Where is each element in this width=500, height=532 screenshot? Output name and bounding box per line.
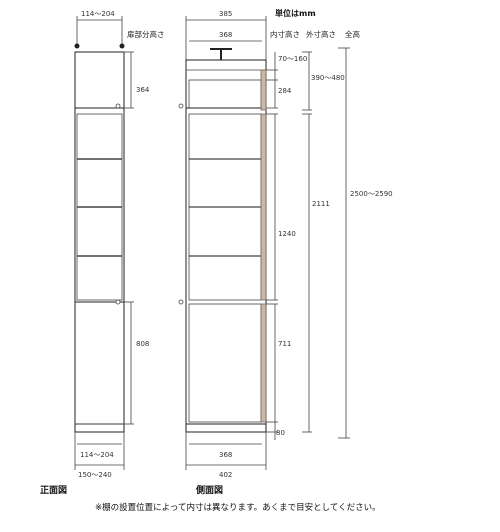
side-bottom-outer-width-label: 402	[219, 471, 232, 479]
side-top-outer-width-label: 385	[219, 10, 232, 18]
door-height-header: 扉部分高さ	[127, 29, 165, 39]
outer-height-body: 2111	[312, 200, 330, 208]
hinge-icon	[178, 299, 184, 305]
unit-label: 単位はmm	[275, 8, 316, 18]
side-view-title: 側面図	[195, 484, 223, 496]
side-cabinet-body	[185, 59, 267, 433]
front-view-title: 正面図	[40, 485, 67, 496]
front-inner-width-label: 114～204	[80, 451, 114, 459]
side-top-inner-width-label: 368	[219, 31, 232, 39]
lower-door	[74, 301, 125, 425]
front-outer-width-label: 150～240	[78, 471, 112, 479]
lower-door-height-label: 808	[136, 340, 149, 348]
upper-door-height-label: 364	[136, 86, 150, 94]
inner-height-top-adjust: 70～160	[278, 55, 307, 63]
total-height-label: 2500～2590	[350, 190, 393, 198]
hinge-icon	[115, 299, 121, 305]
upper-door-edge	[260, 69, 267, 111]
footnote: ※棚の設置位置によって内寸は異なります。あくまで目安としてください。	[95, 502, 381, 513]
inner-height-lower: 711	[278, 340, 291, 348]
inner-height-top-box: 284	[278, 87, 292, 95]
upper-door	[74, 51, 125, 109]
back-panel-edge	[260, 113, 267, 301]
outer-height-header: 外寸高さ	[306, 29, 336, 39]
hinge-icon	[115, 103, 121, 109]
inner-height-middle: 1240	[278, 230, 296, 238]
total-height-header: 全高	[345, 29, 360, 39]
lower-door-edge	[260, 303, 267, 423]
side-view: 385 368 368 402 側面図	[178, 10, 393, 496]
inner-height-header: 内寸高さ	[270, 29, 300, 39]
outer-height-top: 390～480	[311, 74, 345, 82]
front-top-width-label: 114～204	[81, 10, 115, 18]
front-view: 114～204 364 808 114～204 1	[40, 10, 150, 496]
hinge-icon	[178, 103, 184, 109]
inner-height-base: 80	[276, 429, 285, 437]
top-peg-left	[74, 43, 80, 49]
side-bottom-inner-width-label: 368	[219, 451, 232, 459]
top-peg-right	[119, 43, 125, 49]
